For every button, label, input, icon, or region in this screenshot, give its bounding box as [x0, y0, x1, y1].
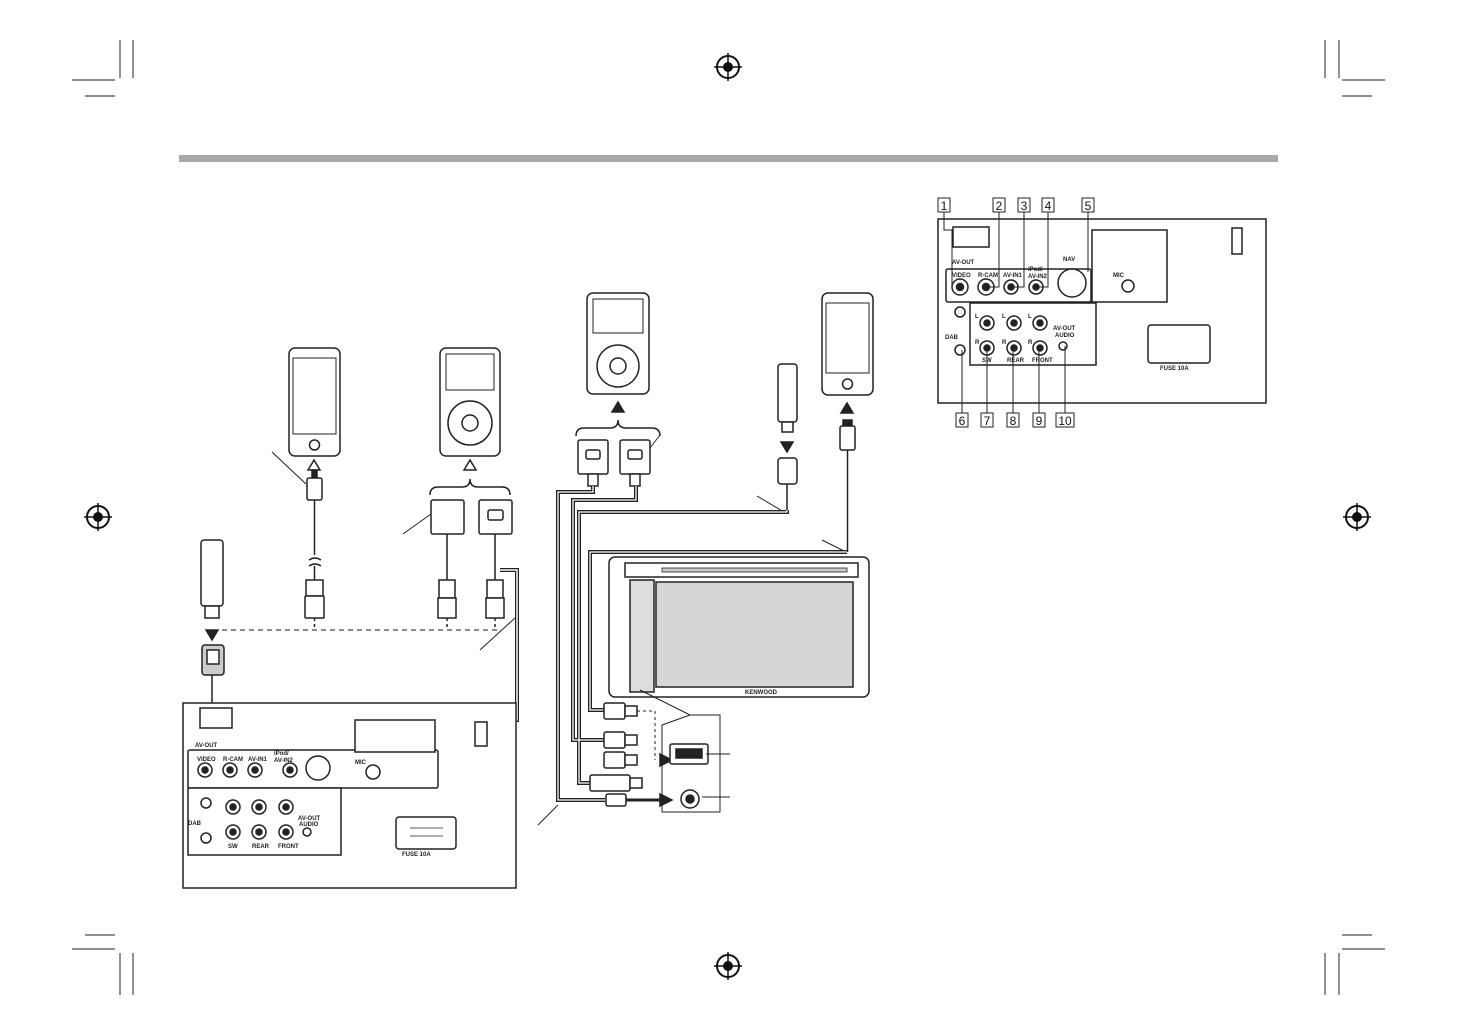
- ipod-cables-left: [402, 458, 513, 630]
- callout-2: 2: [996, 199, 1003, 213]
- label-sw: SW: [228, 844, 238, 850]
- connectors-middle: [537, 689, 730, 826]
- label-mic: MIC: [355, 760, 367, 766]
- header-bar: [179, 155, 1278, 162]
- label-front: FRONT: [278, 844, 299, 850]
- rear-panel-left: [182, 702, 517, 889]
- callout-7: 7: [984, 414, 991, 428]
- label-r-front: R: [1028, 340, 1033, 346]
- label-av-out-audio-2: AUDIO: [299, 822, 319, 828]
- callouts-top: [937, 197, 1095, 288]
- label-av-out-audio-right-2: AUDIO: [1055, 333, 1075, 339]
- registration-mark-bottom: [714, 952, 742, 980]
- callout-3: 3: [1021, 199, 1028, 213]
- label-dab-right: DAB: [945, 335, 959, 341]
- ipod-classic-middle: [575, 292, 661, 487]
- label-av-in1-right: AV-IN1: [1003, 273, 1023, 279]
- lightning-cable-left: [271, 451, 325, 630]
- label-l-sw: L: [975, 314, 979, 320]
- head-unit-brand: KENWOOD: [745, 690, 778, 696]
- label-nav-right: NAV: [1063, 257, 1075, 263]
- iphone-device-left: [288, 347, 341, 457]
- label-r-sw: R: [975, 340, 980, 346]
- label-av-out: AV-OUT: [195, 743, 218, 749]
- callout-10: 10: [1058, 414, 1072, 428]
- head-unit: [608, 556, 870, 698]
- callout-8: 8: [1010, 414, 1017, 428]
- label-mic-right: MIC: [1113, 273, 1125, 279]
- label-dab: DAB: [188, 821, 202, 827]
- label-l-rear: L: [1002, 314, 1006, 320]
- label-av-in1: AV-IN1: [248, 757, 268, 763]
- registration-mark-right: [1343, 503, 1371, 531]
- label-ipod-right: iPod/: [1028, 267, 1043, 273]
- registration-mark-left: [84, 503, 112, 531]
- label-fuse-right: FUSE 10A: [1160, 366, 1189, 372]
- label-front-right: FRONT: [1032, 358, 1053, 364]
- iphone-device-right: [821, 292, 874, 553]
- label-av-in2: AV-IN2: [274, 758, 294, 764]
- label-rear: REAR: [252, 844, 270, 850]
- label-r-rear: R: [1002, 340, 1007, 346]
- callout-5: 5: [1085, 199, 1092, 213]
- label-l-front: L: [1028, 314, 1032, 320]
- label-av-in2-right: AV-IN2: [1028, 274, 1048, 280]
- ipod-classic-left: [439, 347, 501, 457]
- label-video-right: VIDEO: [952, 273, 971, 279]
- registration-mark-top: [714, 53, 742, 81]
- label-av-out-right: AV-OUT: [952, 260, 975, 266]
- label-rear-right: REAR: [1007, 358, 1025, 364]
- callout-6: 6: [959, 414, 966, 428]
- callouts-bottom: [955, 346, 1075, 428]
- crop-marks: [72, 40, 1385, 995]
- label-ipod: iPod/: [274, 751, 289, 757]
- label-video: VIDEO: [197, 757, 216, 763]
- callout-1: 1: [941, 199, 948, 213]
- label-r-cam-right: R-CAM: [978, 273, 998, 279]
- callout-9: 9: [1036, 414, 1043, 428]
- label-av-out-audio-1: AV-OUT: [298, 816, 321, 822]
- label-av-out-audio-right-1: AV-OUT: [1053, 326, 1076, 332]
- label-fuse: FUSE 10A: [402, 852, 431, 858]
- usb-stick-middle: [756, 363, 798, 513]
- usb-stick-left: [200, 539, 225, 705]
- label-r-cam: R-CAM: [223, 757, 243, 763]
- callout-4: 4: [1045, 199, 1052, 213]
